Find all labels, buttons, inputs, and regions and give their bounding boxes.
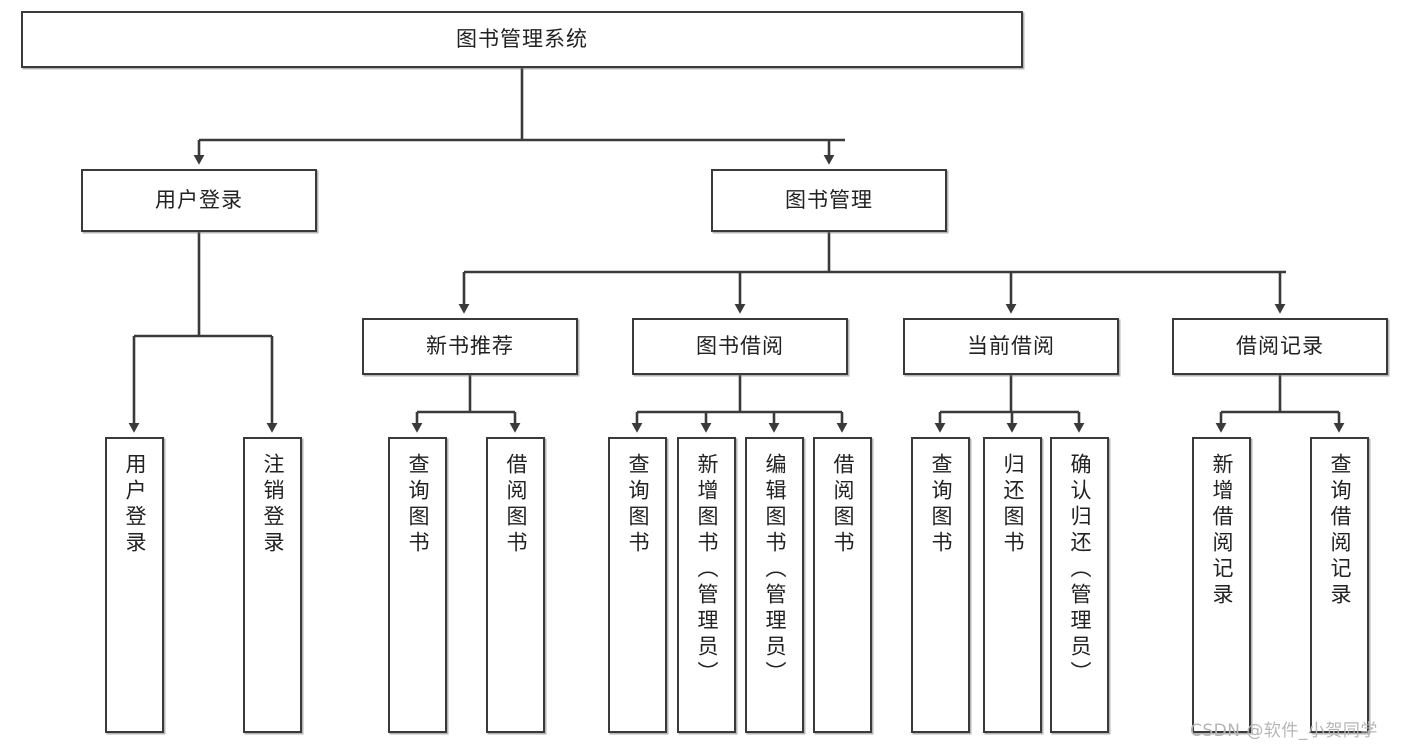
leaf-node[interactable]: 借阅图书 [486, 437, 545, 733]
leaf-node[interactable]: 借阅图书 [813, 437, 872, 733]
leaf-node-label: 确认归还（管理员） [1068, 453, 1092, 687]
leaf-node-label: 查询图书 [406, 453, 430, 557]
leaf-node-label: 新增图书（管理员） [695, 453, 719, 687]
leaf-node[interactable]: 查询图书 [911, 437, 970, 733]
leaf-node-label: 编辑图书（管理员） [763, 453, 787, 687]
node-book-management[interactable]: 图书管理 [711, 169, 947, 232]
node-user-login[interactable]: 用户登录 [81, 169, 317, 232]
node-user-login-label: 用户登录 [155, 188, 243, 213]
leaf-node-label: 借阅图书 [831, 453, 855, 557]
leaf-node-label: 查询图书 [929, 453, 953, 557]
leaf-node[interactable]: 新增借阅记录 [1192, 437, 1251, 733]
node-new-book-recommend-label: 新书推荐 [426, 334, 514, 359]
leaf-node[interactable]: 查询图书 [388, 437, 447, 733]
node-root[interactable]: 图书管理系统 [21, 11, 1023, 68]
leaf-node-label: 归还图书 [1001, 453, 1025, 557]
node-borrow-record[interactable]: 借阅记录 [1172, 318, 1388, 375]
node-new-book-recommend[interactable]: 新书推荐 [362, 318, 578, 375]
leaf-node[interactable]: 确认归还（管理员） [1050, 437, 1109, 733]
leaf-node[interactable]: 查询借阅记录 [1310, 437, 1369, 733]
leaf-node[interactable]: 编辑图书（管理员） [745, 437, 804, 733]
csdn-watermark: CSDN @软件_小贺同学 [1190, 721, 1378, 741]
leaf-node-label: 查询借阅记录 [1328, 453, 1352, 609]
leaf-node-label: 借阅图书 [504, 453, 528, 557]
leaf-node[interactable]: 归还图书 [983, 437, 1042, 733]
node-root-label: 图书管理系统 [456, 27, 588, 52]
leaf-node[interactable]: 新增图书（管理员） [677, 437, 736, 733]
leaf-node[interactable]: 查询图书 [608, 437, 667, 733]
leaf-node[interactable]: 用户登录 [105, 437, 164, 733]
node-current-borrow-label: 当前借阅 [967, 334, 1055, 359]
leaf-node[interactable]: 注销登录 [243, 437, 302, 733]
leaf-node-label: 用户登录 [123, 453, 147, 557]
leaf-node-label: 新增借阅记录 [1210, 453, 1234, 609]
node-borrow-record-label: 借阅记录 [1236, 334, 1324, 359]
leaf-node-label: 查询图书 [626, 453, 650, 557]
leaf-node-label: 注销登录 [261, 453, 285, 557]
node-book-borrow[interactable]: 图书借阅 [632, 318, 848, 375]
node-current-borrow[interactable]: 当前借阅 [903, 318, 1119, 375]
node-book-management-label: 图书管理 [785, 188, 873, 213]
node-book-borrow-label: 图书借阅 [696, 334, 784, 359]
